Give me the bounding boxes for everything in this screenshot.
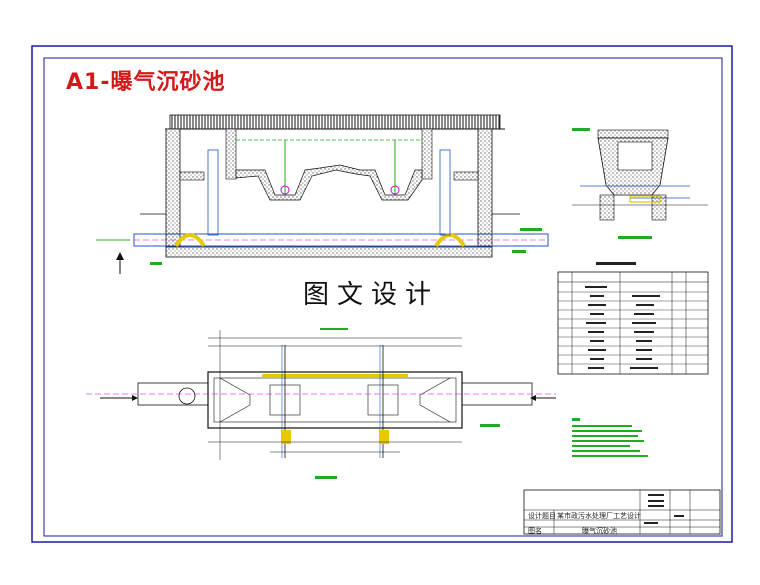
detail-view (572, 128, 708, 239)
tank-plan (207, 371, 463, 429)
left-wall (165, 128, 181, 248)
inner-frame (43, 57, 723, 537)
notes-block (572, 418, 648, 457)
section-view (96, 114, 549, 274)
watermark-text: 图文设计 (303, 280, 440, 310)
plan-view (86, 328, 556, 479)
section-arrow-icon (100, 395, 138, 401)
drawing-title: A1-曝气沉砂池 (66, 70, 226, 95)
outer-frame (31, 45, 733, 543)
title-block-frame (523, 489, 721, 535)
hopper-left (235, 164, 423, 201)
right-wall (477, 128, 493, 248)
title-block-sheet-name: 曝气沉砂池 (582, 527, 617, 535)
title-block-project: 某市政污水处理厂工艺设计 (557, 512, 641, 520)
walkway-grating (169, 114, 501, 130)
title-block-label-1: 设计题目 (528, 512, 556, 520)
equipment-table (557, 262, 709, 375)
flow-arrow-icon (116, 252, 124, 274)
title-block-label-2: 图名 (528, 527, 542, 535)
